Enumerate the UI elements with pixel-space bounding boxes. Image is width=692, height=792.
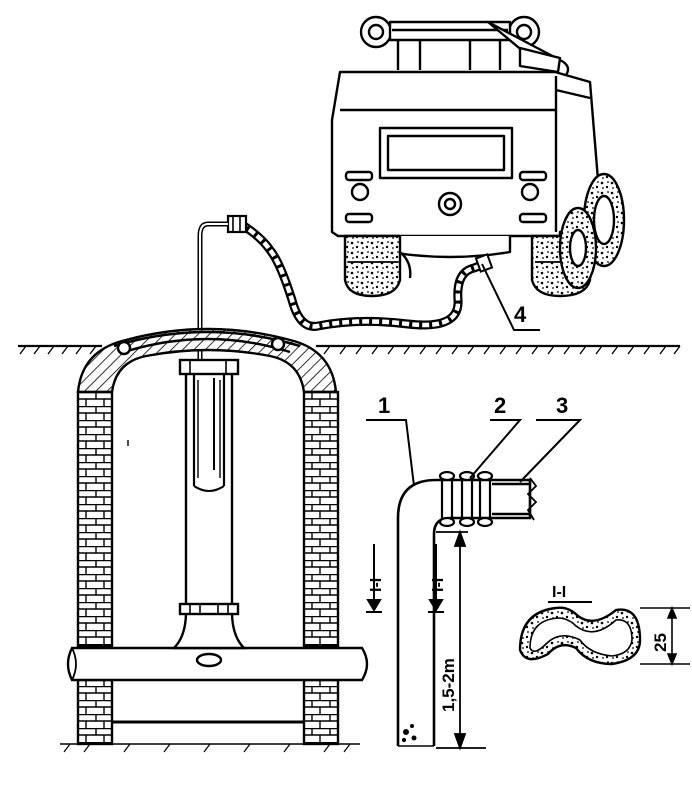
- ground: [18, 344, 681, 355]
- callout-1-label: 1: [378, 393, 390, 418]
- depth-label: 1,5-2m: [439, 658, 458, 712]
- hose-coupling: [226, 214, 248, 234]
- truck-light-left: [350, 182, 370, 202]
- depth-dimension: [436, 529, 486, 751]
- manhole-well: [60, 327, 369, 753]
- section-marker-right-label: I-I: [430, 578, 447, 592]
- section-marker-left-label: I-I: [368, 578, 385, 592]
- callout-2-label: 2: [494, 393, 506, 418]
- detail-hose-1: [396, 478, 532, 746]
- hose-height-label: 25: [651, 633, 670, 652]
- well-wall-left: [76, 390, 114, 648]
- truck-ladder: [359, 15, 570, 77]
- callout-leaders: [366, 263, 583, 487]
- section-marker-right: [428, 544, 444, 613]
- hose-connector-4: [474, 253, 494, 273]
- hose-cross-section: [518, 601, 690, 667]
- hose-to-truck: [197, 214, 494, 380]
- hose-detail: [366, 263, 583, 751]
- section-marker-left: [366, 544, 382, 613]
- section-title: I-I: [552, 584, 566, 601]
- truck-wheel-left: [343, 234, 412, 298]
- detail-hose-3: [492, 477, 538, 521]
- fire-truck: [330, 15, 626, 298]
- callout-4-label: 4: [514, 302, 527, 327]
- detail-clamps-2: [438, 470, 494, 528]
- labels: 1 2 3 4 I-I I-I I-I 1,5-2m 25: [368, 302, 670, 712]
- truck-light-right: [520, 182, 540, 202]
- callout-3-label: 3: [556, 393, 568, 418]
- well-wall-right: [302, 390, 340, 648]
- truck-side-wheels: [558, 172, 626, 290]
- section-height-dimension: [640, 605, 690, 667]
